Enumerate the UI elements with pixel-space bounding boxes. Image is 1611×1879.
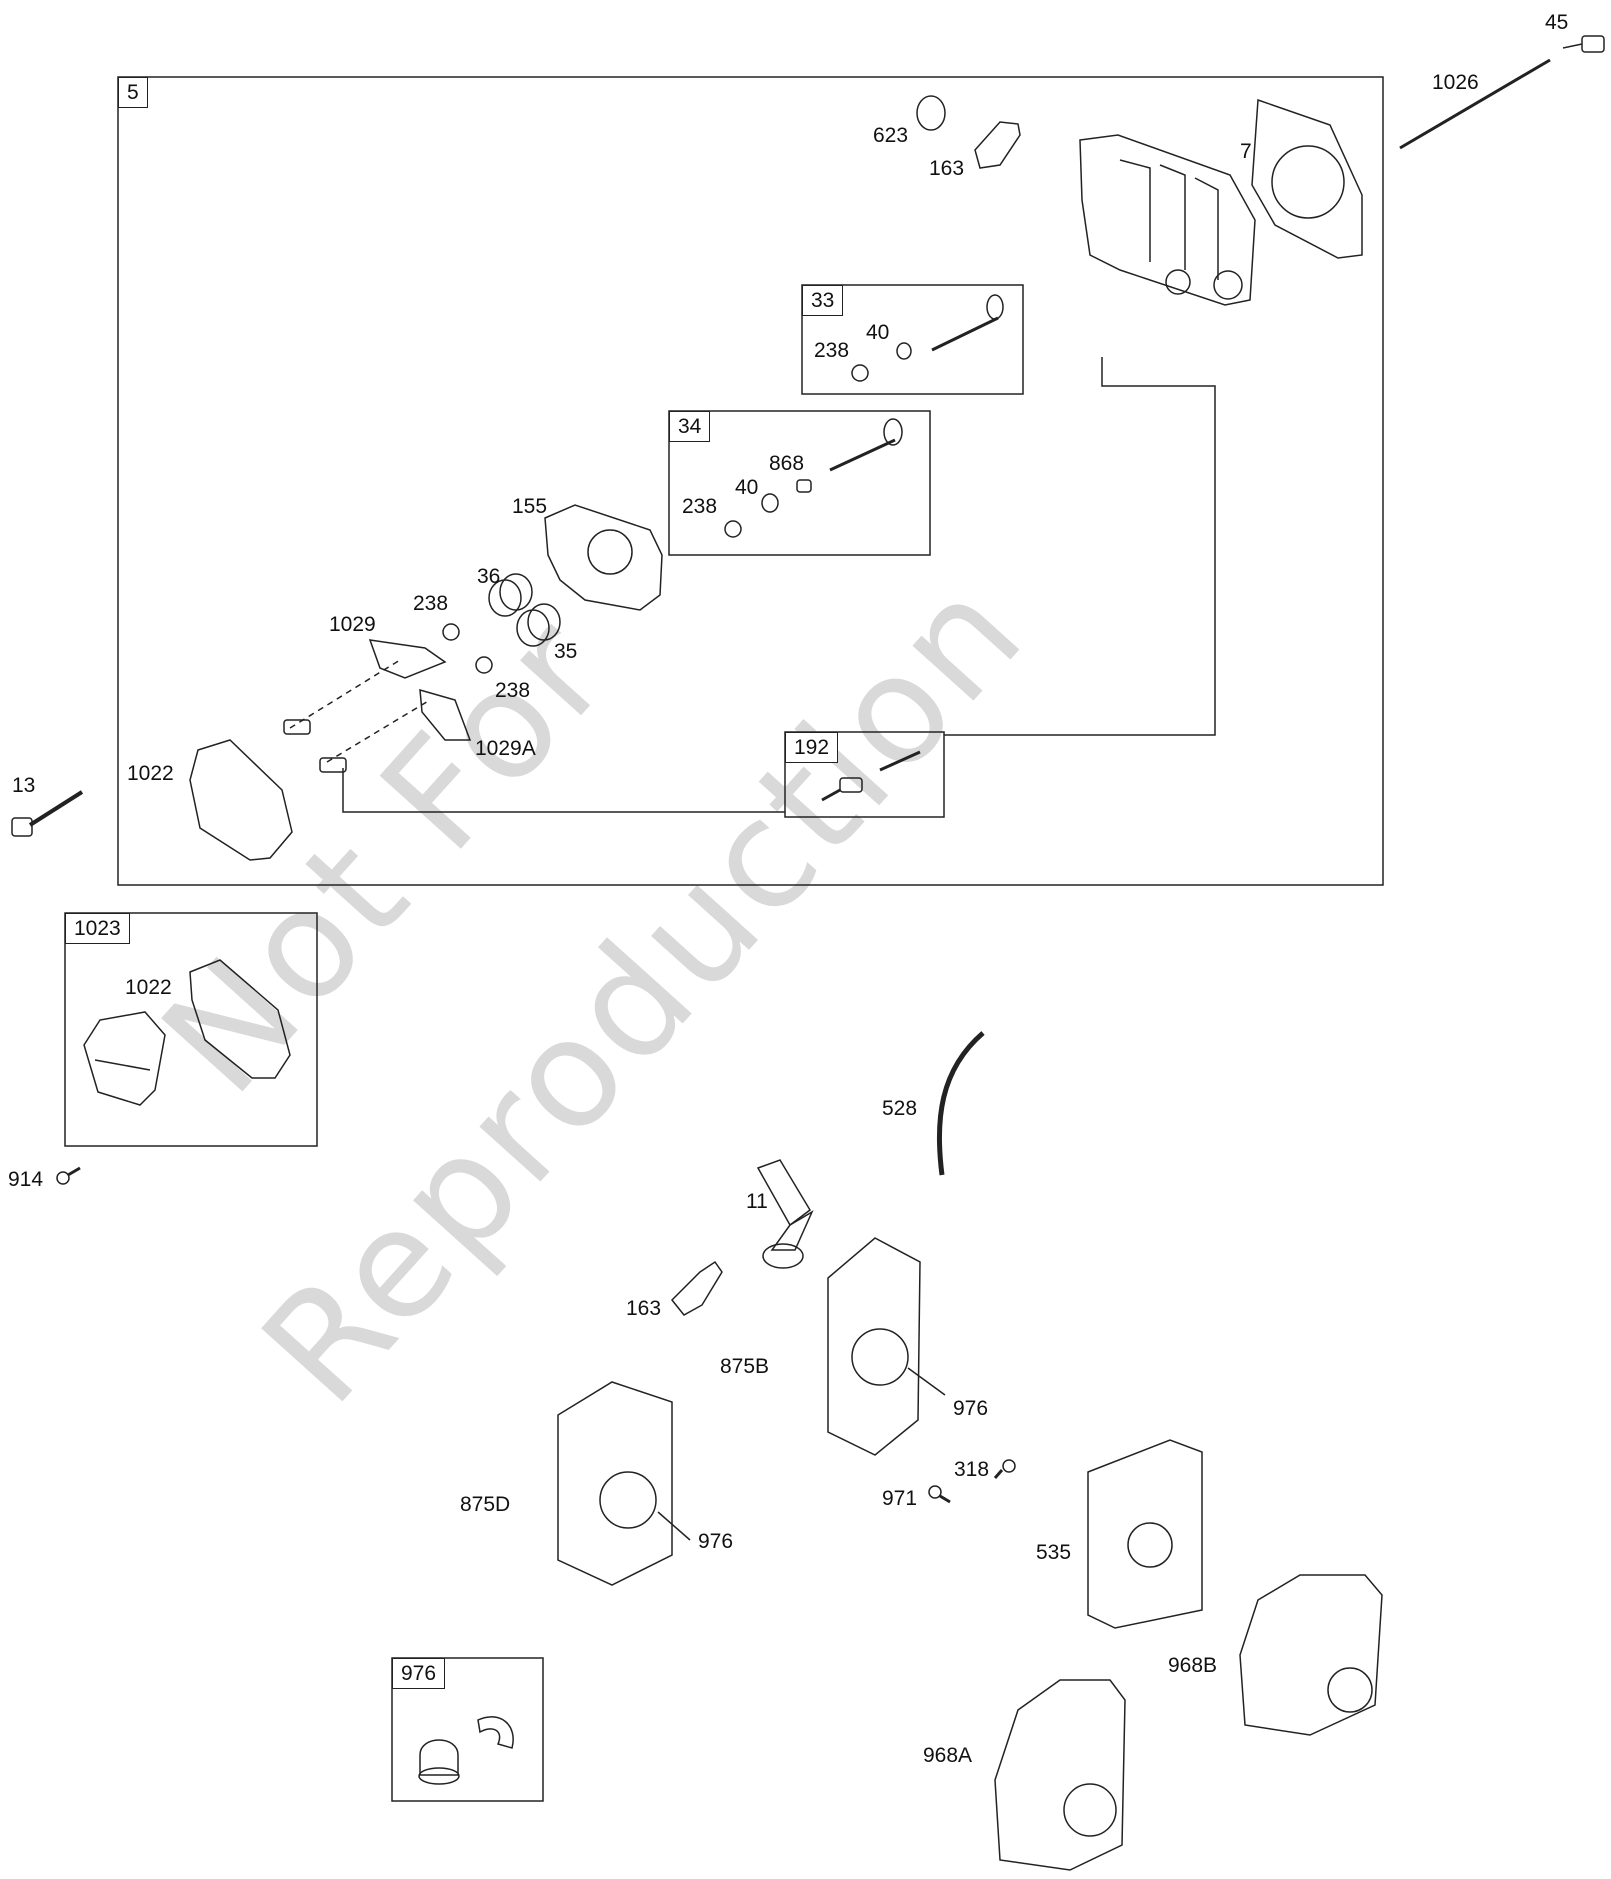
part-label-163-lower: 163 [626,1297,662,1320]
spring-36 [488,573,533,617]
part-label-36: 36 [477,565,501,588]
part-label-155: 155 [512,495,548,518]
oring-623 [916,95,946,131]
part-label-163-top: 163 [929,157,965,180]
part-label-13: 13 [12,774,36,797]
valve-33 [851,294,1004,382]
gasket-1022-cover [189,959,291,1079]
group-5-frame [117,76,1384,886]
part-label-1029a: 1029A [475,737,536,760]
part-label-40-a: 40 [866,321,890,344]
stud-192 [821,750,921,802]
stud-lower [319,757,347,773]
retainer-238-lower [475,656,493,674]
cylinder-head [1079,134,1256,306]
group-label-1023: 1023 [65,913,130,945]
group-label-5: 5 [118,77,148,109]
gasket-1022-main [189,739,293,861]
rocker-arm-1029a [419,688,472,741]
airfilter-base-875d [557,1381,691,1586]
group-34-frame [668,410,931,556]
part-label-968b: 968B [1168,1654,1218,1677]
screw-914 [56,1166,81,1185]
part-label-976-b: 976 [698,1530,734,1553]
gasket-163-lower [670,1260,723,1316]
valve-cover-1023 [83,1011,166,1106]
group-label-33: 33 [802,285,844,317]
group-label-34: 34 [669,411,711,443]
part-label-45: 45 [1545,11,1569,34]
part-label-1029: 1029 [329,613,376,636]
bolt-13 [11,790,84,837]
group-192-frame [784,731,945,818]
tube-528 [936,1031,985,1176]
stud-upper [283,719,311,735]
valve-34 [724,418,903,538]
group-976-frame [391,1657,544,1802]
elbow-11 [756,1159,814,1269]
airfilter-base-875b [827,1237,946,1456]
retainer-238-upper [442,623,460,641]
part-label-976-a: 976 [953,1397,989,1420]
part-label-968a: 968A [923,1744,973,1767]
dashed-guide-2 [326,699,431,763]
part-label-238-d: 238 [495,679,531,702]
group-label-976: 976 [392,1658,446,1690]
group-33-frame [801,284,1024,395]
cover-968a [994,1679,1126,1871]
group-1023-frame [64,912,318,1147]
part-label-1022-main: 1022 [127,762,174,785]
part-label-528: 528 [882,1097,918,1120]
part-label-7: 7 [1240,140,1252,163]
pushrod-1026 [1399,58,1551,150]
part-label-238-c: 238 [413,592,449,615]
head-gasket-7 [1251,98,1363,259]
part-label-40-b: 40 [735,476,759,499]
group-label-192: 192 [785,732,839,764]
elbow-976 [418,1716,514,1785]
part-label-238-b: 238 [682,495,718,518]
part-label-238-a: 238 [814,339,850,362]
part-label-868: 868 [769,452,805,475]
part-label-1022-cover: 1022 [125,976,172,999]
filter-535 [1087,1439,1203,1629]
connector-line-192-top [944,357,1216,736]
spring-35 [516,603,561,647]
part-label-875d: 875D [460,1493,511,1516]
cover-968b [1239,1574,1383,1736]
part-label-914: 914 [8,1168,44,1191]
screw-318 [993,1459,1016,1479]
rocker-box-155 [544,504,663,611]
screw-971 [928,1485,951,1504]
part-label-35: 35 [554,640,578,663]
connector-line-192-bottom [342,768,785,813]
part-label-623: 623 [873,124,909,147]
rocker-arm-1029 [368,639,447,679]
gasket-163-top [974,121,1021,169]
part-label-11: 11 [746,1190,768,1213]
part-label-971: 971 [882,1487,918,1510]
part-label-535: 535 [1036,1541,1072,1564]
part-label-318: 318 [954,1458,990,1481]
pin-45 [1562,35,1605,53]
part-label-875b: 875B [720,1355,770,1378]
part-label-1026: 1026 [1432,71,1479,94]
